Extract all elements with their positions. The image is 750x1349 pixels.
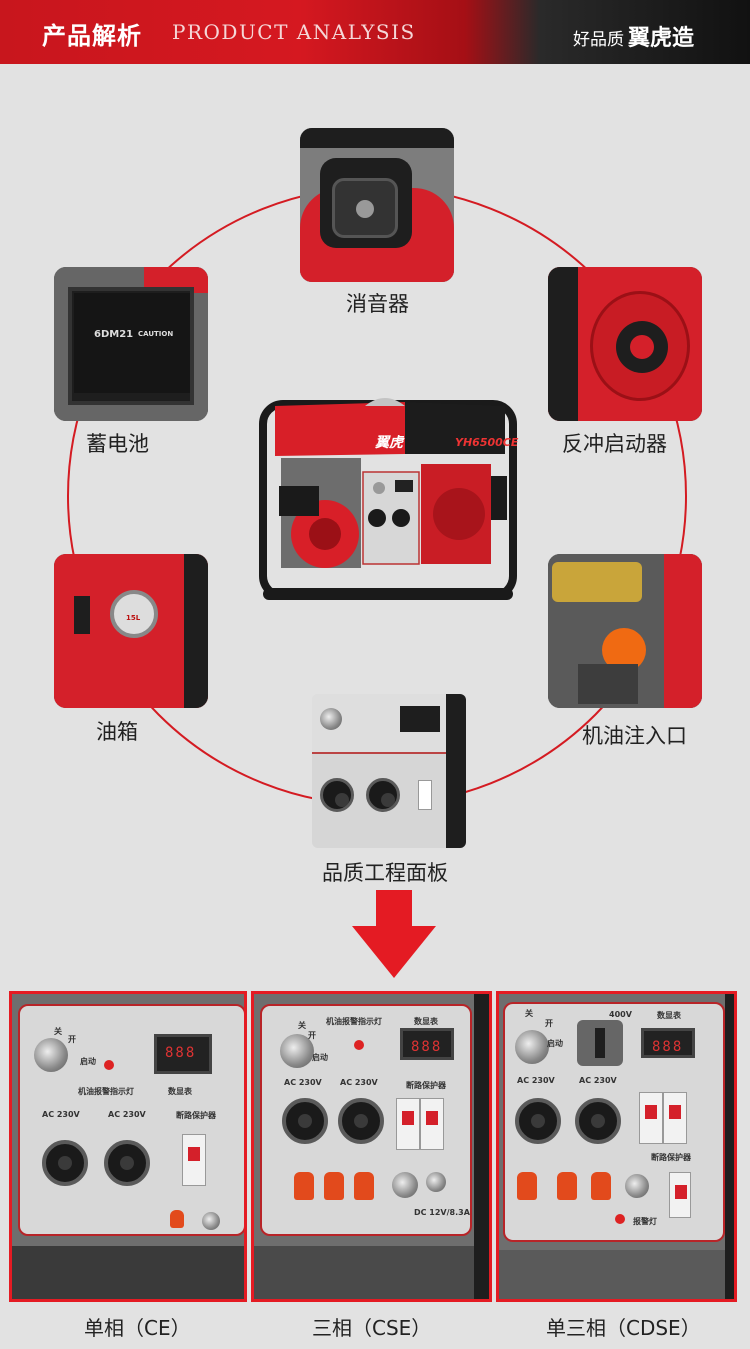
variant-label-ce: 单相（CE） <box>84 1316 191 1340</box>
battery-label: 蓄电池 <box>86 432 149 456</box>
variant-panel-ce: 关 开 启动 机油报警指示灯 数显表 AC 230V AC 230V 断路保护器 <box>9 991 247 1302</box>
panel3-start-text: 启动 <box>547 1039 563 1048</box>
brand-slogan: 好品质翼虎造 <box>573 20 694 52</box>
panel2-start-text: 启动 <box>312 1053 328 1062</box>
generator-product-image: 翼虎 YH6500CE <box>255 384 520 614</box>
panel1-breaker-text: 断路保护器 <box>176 1111 216 1120</box>
panel1-ac-text-2: AC 230V <box>108 1110 146 1119</box>
generator-logo-text: 翼虎 <box>375 435 403 451</box>
down-arrow-icon <box>352 926 436 978</box>
panel3-breaker-text: 断路保护器 <box>651 1153 691 1162</box>
panel1-start-text: 启动 <box>80 1057 96 1066</box>
battery-caution-text: CAUTION <box>138 330 174 338</box>
panel3-lamp-text: 报警灯 <box>633 1217 657 1226</box>
panel2-meter-text: 数显表 <box>414 1017 438 1026</box>
panel2-ac-text-2: AC 230V <box>340 1078 378 1087</box>
variant-panel-cse: 关 开 启动 机油报警指示灯 数显表 AC 230V AC 230V 断路保护器… <box>251 991 492 1302</box>
panel1-on-text: 开 <box>68 1035 76 1044</box>
muffler-label: 消音器 <box>346 292 409 316</box>
variant-panel-cdse: 关 开 启动 400V 数显表 AC 230V AC 230V 断路保护器 报警… <box>496 991 737 1302</box>
oil-inlet-label: 机油注入口 <box>582 724 687 748</box>
oil-inlet-photo <box>548 554 702 708</box>
panel2-ac-text-1: AC 230V <box>284 1078 322 1087</box>
control-panel-label: 品质工程面板 <box>322 861 448 885</box>
variant-label-cse: 三相（CSE） <box>312 1316 432 1340</box>
section-title: 产品解析 <box>42 22 142 50</box>
fuel-tank-label: 油箱 <box>96 720 138 744</box>
panel3-on-text: 开 <box>545 1019 553 1028</box>
variant-label-cdse: 单三相（CDSE） <box>546 1316 701 1340</box>
panel1-ac-text-1: AC 230V <box>42 1110 80 1119</box>
panel2-warn-text: 机油报警指示灯 <box>326 1017 382 1026</box>
brand-name: 翼虎造 <box>627 26 694 51</box>
panel2-breaker-text: 断路保护器 <box>406 1081 446 1090</box>
panel2-on-text: 开 <box>308 1031 316 1040</box>
panel2-dc-text: DC 12V/8.3A <box>414 1208 470 1217</box>
panel3-off-text: 关 <box>525 1009 533 1018</box>
recoil-starter-label: 反冲启动器 <box>562 432 667 456</box>
panel1-warn-text: 机油报警指示灯 <box>78 1087 134 1096</box>
battery-model-text: 6DM21 <box>94 329 134 340</box>
panel1-meter-text: 数显表 <box>168 1087 192 1096</box>
panel3-meter-text: 数显表 <box>657 1011 681 1020</box>
down-arrow-shaft <box>376 890 412 928</box>
generator-model-text: YH6500CE <box>455 436 519 449</box>
section-subtitle: PRODUCT ANALYSIS <box>172 20 416 44</box>
header-banner: 产品解析 PRODUCT ANALYSIS 好品质翼虎造 <box>0 0 750 64</box>
battery-photo: 6DM21 CAUTION <box>54 267 208 421</box>
brand-prefix: 好品质 <box>572 30 624 50</box>
panel3-ac-text-2: AC 230V <box>579 1076 617 1085</box>
control-panel-photo <box>312 694 466 848</box>
panel3-ac-text-1: AC 230V <box>517 1076 555 1085</box>
panel3-400v-text: 400V <box>609 1010 632 1019</box>
fuel-tank-photo: 15L <box>54 554 208 708</box>
muffler-photo <box>300 128 454 282</box>
panel2-off-text: 关 <box>298 1021 306 1030</box>
panel1-off-text: 关 <box>54 1027 62 1036</box>
tank-badge-text: 15L <box>126 614 141 622</box>
recoil-starter-photo <box>548 267 702 421</box>
